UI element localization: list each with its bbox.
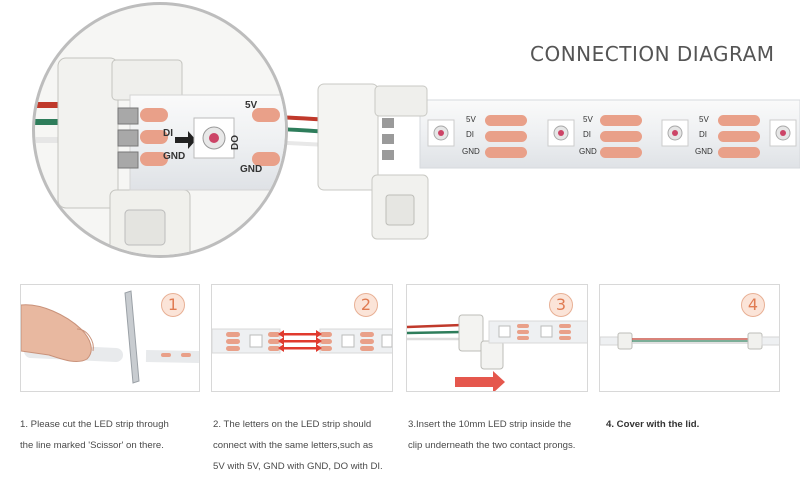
step-3-number-badge: 3 bbox=[549, 293, 573, 317]
strip-segment bbox=[427, 115, 527, 158]
step-3-panel: 3 bbox=[406, 284, 588, 392]
strip-segment bbox=[661, 115, 797, 158]
step-1-caption-line: the line marked 'Scissor' on there. bbox=[20, 440, 164, 451]
step-2-caption: 2. The letters on the LED strip should c… bbox=[213, 414, 395, 477]
step-4-caption-line: 4. Cover with the lid. bbox=[606, 419, 700, 430]
step-3-caption-line: 3.Insert the 10mm LED strip inside the bbox=[408, 419, 572, 430]
magnifier-detail bbox=[35, 5, 285, 255]
step-2-caption-line: 2. The letters on the LED strip should bbox=[213, 419, 372, 430]
magnifier-label-5v: 5V bbox=[245, 100, 258, 111]
step-2-caption-line: connect with the same letters,such as bbox=[213, 440, 373, 451]
step-2-caption-line: 5V with 5V, GND with GND, DO with DI. bbox=[213, 461, 383, 472]
step-2-number-badge: 2 bbox=[354, 293, 378, 317]
step-2-panel: 2 bbox=[211, 284, 393, 392]
step-1-panel: 1 bbox=[20, 284, 200, 392]
step-1-caption-line: 1. Please cut the LED strip through bbox=[20, 419, 169, 430]
magnifier-label-do: DO bbox=[230, 135, 241, 150]
step-4-caption: 4. Cover with the lid. bbox=[606, 414, 776, 435]
strip-label-gnd: GND bbox=[579, 147, 597, 156]
step-1-number-badge: 1 bbox=[161, 293, 185, 317]
step-4-illustration bbox=[600, 285, 779, 391]
magnifier-label-gnd: GND bbox=[240, 164, 262, 175]
magnifier-label-gnd: GND bbox=[163, 151, 185, 162]
step-4-number-badge: 4 bbox=[741, 293, 765, 317]
strip-label-5v: 5V bbox=[466, 115, 476, 124]
strip-label-di: DI bbox=[583, 130, 591, 139]
step-3-caption-line: clip underneath the two contact prongs. bbox=[408, 440, 576, 451]
magnifier-label-di: DI bbox=[163, 128, 173, 139]
step-1-caption: 1. Please cut the LED strip through the … bbox=[20, 414, 200, 456]
page-title: CONNECTION DIAGRAM bbox=[530, 42, 775, 66]
step-3-caption: 3.Insert the 10mm LED strip inside the c… bbox=[408, 414, 594, 456]
strip-label-5v: 5V bbox=[699, 115, 709, 124]
strip-segment bbox=[547, 115, 642, 158]
step-4-panel: 4 bbox=[599, 284, 780, 392]
hero-connector-clip bbox=[317, 83, 429, 240]
strip-label-di: DI bbox=[699, 130, 707, 139]
hero-illustration: 5V DI GND 5V DI GND 5V DI GND bbox=[32, 2, 800, 258]
strip-label-gnd: GND bbox=[695, 147, 713, 156]
strip-label-5v: 5V bbox=[583, 115, 593, 124]
hero-led-strip: 5V DI GND 5V DI GND 5V DI GND bbox=[419, 99, 800, 169]
strip-label-di: DI bbox=[466, 130, 474, 139]
strip-label-gnd: GND bbox=[462, 147, 480, 156]
